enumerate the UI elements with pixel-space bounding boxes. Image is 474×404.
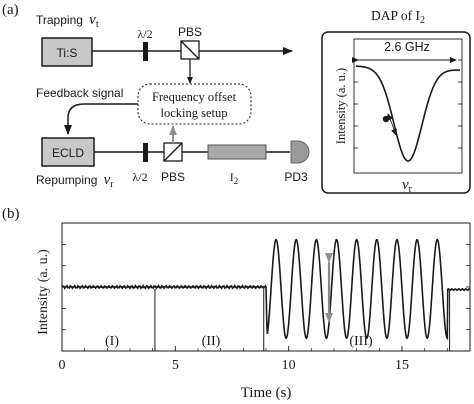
ecld-box (41, 137, 95, 167)
iodine-label: I2 (230, 170, 239, 186)
pbs-top-diagonal (180, 40, 200, 60)
feedback-arrow (64, 103, 138, 135)
iodine-cell (207, 144, 267, 160)
half-wave-plate-bottom (143, 143, 148, 162)
region-boundaries (154, 289, 451, 351)
pd3-label: PD3 (284, 170, 308, 184)
x-tick-labels: 0 5 10 15 (59, 358, 410, 373)
signal-trace (61, 238, 471, 341)
region-label-2: (II) (202, 334, 221, 349)
pd3-detector (290, 140, 310, 164)
x-tick-label-3: 15 (395, 358, 409, 373)
x-tick-label-1: 5 (172, 358, 179, 373)
locking-line1: Frequency offset (152, 90, 237, 104)
dap-plot-area (353, 38, 463, 174)
trapping-label: Trapping vt (36, 12, 99, 30)
region-label-1: (I) (105, 334, 119, 349)
x-ticks (61, 346, 448, 351)
panel-b-label: (b) (2, 206, 20, 222)
dap-lock-arrow-down (391, 123, 397, 136)
y-axis-label: Intensity (a. u.) (36, 249, 51, 335)
dap-ylabel: Intensity (a. u.) (334, 68, 348, 144)
locking-setup-box (137, 83, 252, 125)
half-wave-plate-top (143, 42, 148, 61)
panel-b: (b) 0 5 10 15 (I) (II) (III) Intensity (a. … (2, 206, 471, 401)
tis-label: Ti:S (57, 46, 78, 60)
dap-curve (355, 65, 461, 162)
tis-laser-box (41, 37, 93, 67)
dap-y-ticks (354, 59, 462, 149)
feedback-label: Feedback signal (36, 86, 123, 100)
dap-lock-point (382, 115, 390, 123)
panel-a-label: (a) (2, 2, 19, 18)
x-tick-label-0: 0 (59, 358, 66, 373)
x-axis-label: Time (s) (241, 385, 292, 401)
panel-a: (a) Trapping vt Ti:S λ/2 PBS Frequency o… (2, 2, 471, 195)
pbs-bottom-diagonal (163, 142, 183, 162)
x-tick-label-2: 10 (282, 358, 296, 373)
dap-width-label: 2.6 GHz (384, 40, 430, 54)
ecld-label: ECLD (52, 146, 84, 160)
dap-inset: DAP of I2 2.6 GHz (321, 8, 471, 195)
locking-line2: locking setup (160, 106, 227, 120)
half-wave-top-label: λ/2 (137, 27, 152, 41)
dap-frame (321, 31, 471, 194)
half-wave-bottom-label: λ/2 (132, 170, 147, 184)
repumping-label: Repumping vr (36, 172, 114, 190)
pbs-top-label: PBS (178, 25, 202, 39)
dap-title: DAP of I2 (371, 8, 425, 26)
region-label-3: (III) (349, 334, 373, 349)
dap-lock-arrow-up (387, 113, 394, 125)
dap-xlabel: vr (402, 177, 413, 195)
pbs-bottom-label: PBS (161, 170, 185, 184)
